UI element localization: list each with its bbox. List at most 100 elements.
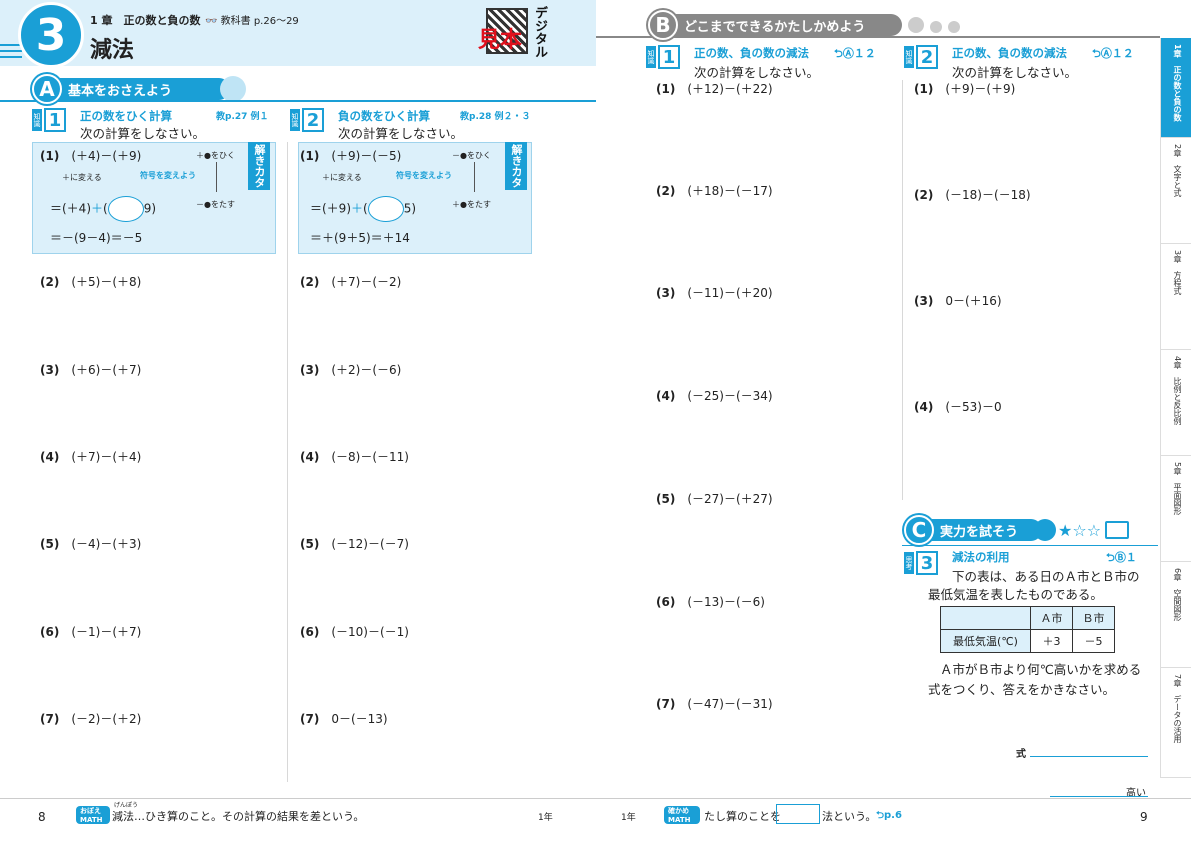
question: (3)(＋2)－(－6) — [300, 363, 402, 377]
tab-chapter-4[interactable]: 4章 比例と反比例 — [1160, 350, 1191, 456]
bird-icon — [220, 76, 246, 102]
question: (5)(－4)－(＋3) — [40, 537, 142, 551]
c-problem-text: Ａ市がＢ市より何℃高いかを求める — [940, 662, 1142, 677]
section-b-title: どこまでできるかたしかめよう — [666, 14, 902, 36]
example-box-2 — [298, 142, 532, 254]
c-problem-title: 減法の利用 — [952, 550, 1010, 564]
note-bottom: ＋●をたす — [452, 200, 491, 209]
question: (1)(＋9)－(＋9) — [914, 82, 1016, 96]
tashikame-text-2: 法という。 — [822, 810, 877, 823]
answer-line[interactable] — [1050, 796, 1148, 797]
section-c-title: 実力を試そう — [922, 519, 1042, 541]
section-c-header: C 実力を試そう ★☆☆ — [904, 515, 1130, 545]
decoration-lines — [0, 40, 22, 62]
answer-formula-line[interactable] — [1030, 756, 1148, 757]
c-problem-text: 最低気温を表したものである。 — [928, 587, 1103, 602]
grade-right: 1年 — [621, 813, 636, 823]
c-problem-text: 下の表は、ある日のＡ市とＢ市の — [952, 569, 1140, 584]
question: (6)(－10)－(－1) — [300, 625, 409, 639]
problem-tag: 知識 — [904, 46, 914, 68]
section-b-rule — [596, 36, 1160, 38]
question: (2)(＋7)－(－2) — [300, 275, 402, 289]
answer-blank-circle[interactable] — [367, 196, 404, 222]
c-problem-ref[interactable]: ⮌Ⓑ１ — [1106, 551, 1137, 564]
question: (6)(－13)－(－6) — [656, 595, 765, 609]
b-problem-2-ref[interactable]: ⮌Ⓐ１２ — [1092, 47, 1134, 60]
oboe-ruby: げんぽう — [114, 802, 139, 809]
problem-number: 3 — [916, 551, 938, 575]
question: (2)(＋18)－(－17) — [656, 184, 773, 198]
problem-tag: 知識 — [32, 109, 42, 131]
answer-blank-circle[interactable] — [107, 196, 144, 222]
section-c-rule — [902, 545, 1158, 546]
question: (7)(－47)－(－31) — [656, 697, 773, 711]
mascot-icon — [1034, 519, 1056, 541]
problem-number: 1 — [658, 45, 680, 69]
tab-chapter-1[interactable]: 1章 正の数と負の数 — [1160, 38, 1191, 138]
answer-formula-label: 式 — [1016, 749, 1026, 760]
arrow-down — [474, 162, 475, 192]
note-top: －●をひく — [452, 151, 491, 160]
b-problem-1-title: 正の数、負の数の減法 — [694, 46, 809, 60]
b-problem-2-title: 正の数、負の数の減法 — [952, 46, 1067, 60]
question: (3)(＋6)－(＋7) — [40, 363, 142, 377]
tashikame-answer-box[interactable] — [776, 804, 820, 824]
qr-code-icon[interactable] — [486, 8, 528, 54]
arrow-down — [216, 162, 217, 192]
oboe-math-tag: おぼえMATH — [76, 806, 110, 824]
table-cell: ＋3 — [1030, 629, 1073, 653]
c-problem-heading: 思考 3 — [904, 551, 938, 575]
tashikame-text-1: たし算のことを — [704, 810, 781, 823]
example-box-1 — [32, 142, 276, 254]
problem-1-heading: 知識 1 — [32, 108, 66, 132]
problem-1-ref[interactable]: 教p.27 例１ — [216, 112, 269, 122]
question: (2)(－18)－(－18) — [914, 188, 1031, 202]
b-problem-1-instruction: 次の計算をしなさい。 — [694, 65, 820, 80]
section-b-header: B どこまでできるかたしかめよう — [648, 10, 978, 40]
section-a-rule — [0, 100, 596, 102]
question: (7)0－(－13) — [300, 712, 388, 726]
tab-chapter-6[interactable]: 6章 空間図形 — [1160, 562, 1191, 668]
column-divider — [902, 80, 903, 500]
table-cell: Ｂ市 — [1072, 606, 1115, 630]
question: (5)(－12)－(－7) — [300, 537, 409, 551]
example-1-line3: ＝－(9－4)＝－5 — [50, 231, 143, 245]
problem-2-ref[interactable]: 教p.28 例２・３ — [460, 112, 531, 122]
solution-tip-label: 解きカタ — [505, 142, 527, 190]
note-sign: 符号を変えよう — [396, 171, 452, 180]
tab-chapter-5[interactable]: 5章 平面図形 — [1160, 456, 1191, 562]
tab-chapter-7[interactable]: 7章 データの活用 — [1160, 668, 1191, 778]
problem-tag: 思考 — [904, 552, 914, 574]
example-2-line3: ＝＋(9＋5)＝＋14 — [310, 231, 410, 245]
problem-tag: 知識 — [646, 46, 656, 68]
question: (3)0－(＋16) — [914, 294, 1002, 308]
answer-unit-label: 高い — [1126, 788, 1146, 799]
b-problem-2-instruction: 次の計算をしなさい。 — [952, 65, 1078, 80]
solution-tip-label: 解きカタ — [248, 142, 270, 190]
textbook-ref: 👓 教科書 p.26〜29 — [205, 16, 299, 27]
section-c-badge: C — [904, 515, 934, 545]
note-plus: ＋に変える — [322, 173, 362, 182]
b-problem-1-ref[interactable]: ⮌Ⓐ１２ — [834, 47, 876, 60]
question: (2)(＋5)－(＋8) — [40, 275, 142, 289]
tab-chapter-2[interactable]: 2章 文字と式 — [1160, 138, 1191, 244]
question: (5)(－27)－(＋27) — [656, 492, 773, 506]
question: (4)(＋7)－(＋4) — [40, 450, 142, 464]
question: (4)(－53)－0 — [914, 400, 1002, 414]
table-cell: 最低気温(℃) — [940, 629, 1031, 653]
section-a-title: 基本をおさえよう — [50, 78, 230, 100]
question: (4)(－8)－(－11) — [300, 450, 409, 464]
page-number-right: 9 — [1140, 810, 1148, 824]
column-divider — [287, 142, 288, 782]
tab-chapter-3[interactable]: 3章 方程式 — [1160, 244, 1191, 350]
problem-number: 1 — [44, 108, 66, 132]
c-problem-text: 式をつくり、答えをかきなさい。 — [928, 682, 1116, 697]
question: (7)(－2)－(＋2) — [40, 712, 142, 726]
chapter-tabs: 1章 正の数と負の数 2章 文字と式 3章 方程式 4章 比例と反比例 5章 平… — [1160, 38, 1191, 778]
question: (6)(－1)－(＋7) — [40, 625, 142, 639]
tashikame-ref[interactable]: ⮌p.6 — [876, 810, 902, 821]
page-title: 減法 — [90, 38, 135, 63]
note-bottom: －●をたす — [196, 200, 235, 209]
footer-rule — [0, 798, 1191, 799]
example-2-line2: ＝(＋9)＋(5) — [310, 196, 416, 222]
